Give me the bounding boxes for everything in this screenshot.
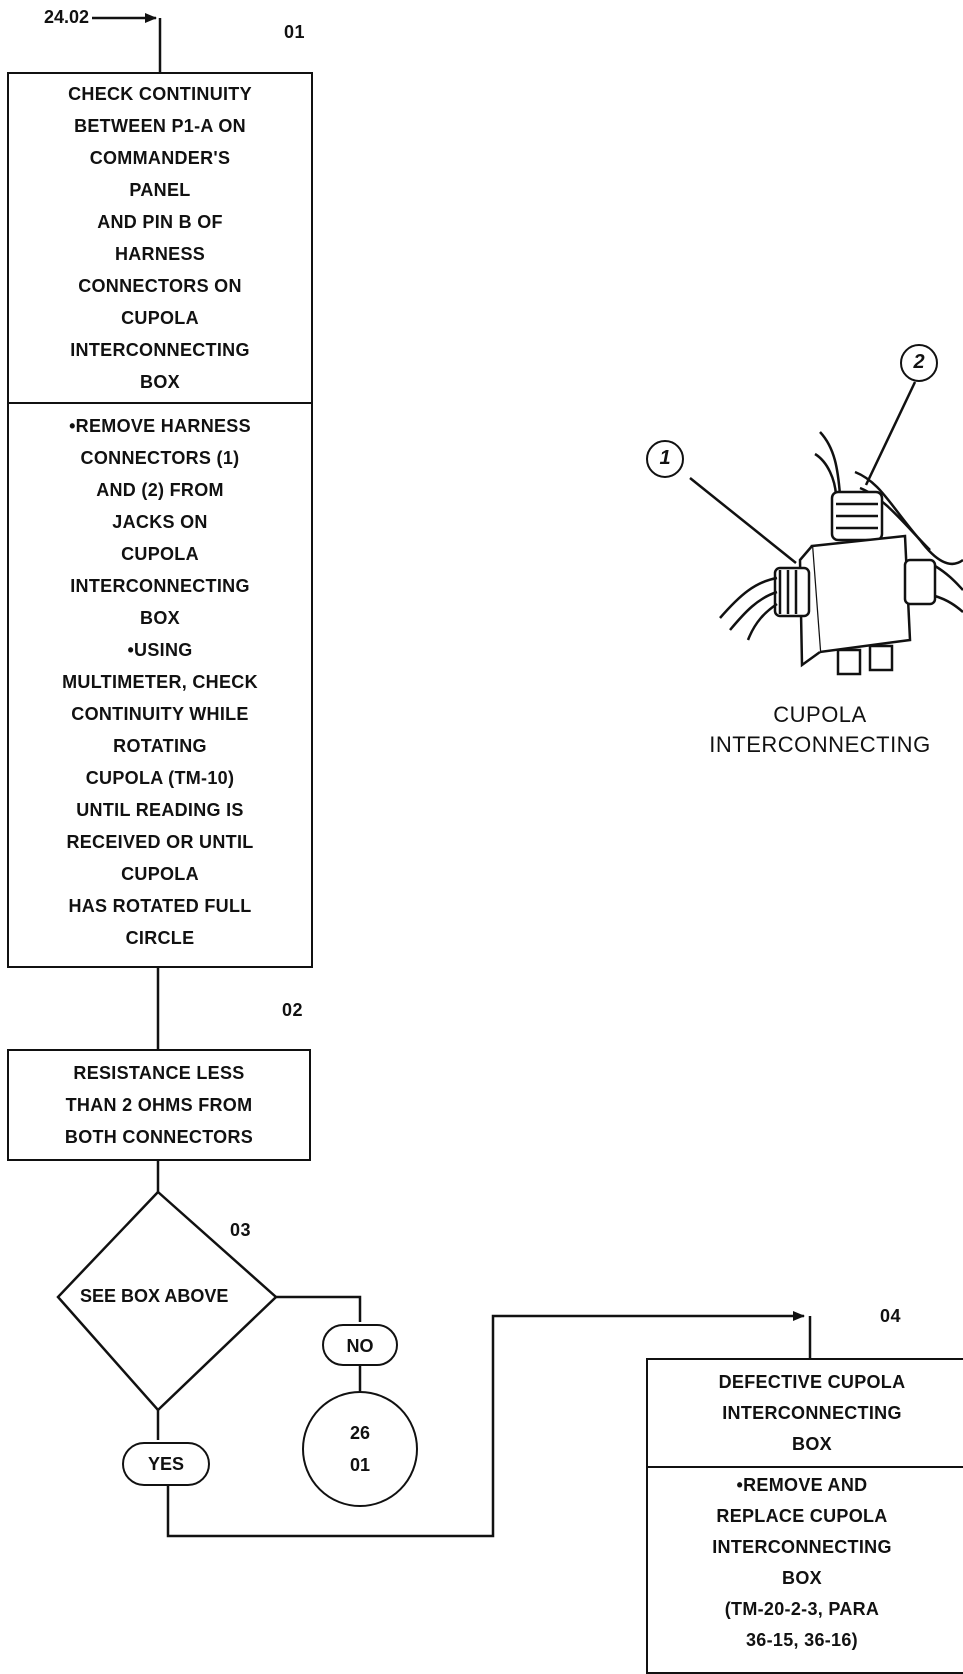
step-01-body-line: CUPOLA bbox=[121, 544, 199, 564]
step-02-box: RESISTANCE LESS THAN 2 OHMS FROM BOTH CO… bbox=[7, 1049, 311, 1161]
step-01-body-line: •USING bbox=[127, 640, 193, 660]
step-01-body-line: •REMOVE HARNESS bbox=[69, 416, 251, 436]
step-01-header-line: BOX bbox=[140, 372, 180, 392]
step-01-body-line: CUPOLA bbox=[121, 864, 199, 884]
step-01-body-line: UNTIL READING IS bbox=[76, 800, 244, 820]
no-branch-line bbox=[276, 1295, 362, 1322]
step-01-header-line: CHECK CONTINUITY bbox=[68, 84, 252, 104]
step-02-line: THAN 2 OHMS FROM bbox=[65, 1095, 253, 1115]
step-04-header: DEFECTIVE CUPOLA INTERCONNECTING BOX bbox=[648, 1360, 963, 1468]
step-01-body-line: RECEIVED OR UNTIL bbox=[66, 832, 254, 852]
step-01-header-line: HARNESS bbox=[114, 244, 206, 264]
step-04-header-line: INTERCONNECTING bbox=[722, 1402, 902, 1423]
step-label-03: 03 bbox=[230, 1220, 252, 1240]
step-01-header-line: INTERCONNECTING bbox=[70, 340, 250, 360]
step-01-header-line: COMMANDER'S bbox=[89, 148, 231, 168]
step-label-04: 04 bbox=[880, 1306, 902, 1326]
step-04-header-line: DEFECTIVE CUPOLA bbox=[718, 1371, 906, 1392]
step-04-body-line: INTERCONNECTING bbox=[712, 1537, 892, 1557]
step-01-header-line: CONNECTORS ON bbox=[78, 276, 242, 296]
no-branch-label: NO bbox=[322, 1324, 398, 1366]
step-01-header-line: BETWEEN P1-A ON bbox=[74, 116, 246, 136]
illustration-caption: CUPOLA INTERCONNECTING bbox=[690, 700, 950, 760]
step-04-box: DEFECTIVE CUPOLA INTERCONNECTING BOX •RE… bbox=[646, 1358, 963, 1674]
step-label-02: 02 bbox=[282, 1000, 304, 1020]
step-01-body-line: CIRCLE bbox=[125, 928, 195, 948]
step-01-header-line: CUPOLA bbox=[121, 308, 199, 328]
caption-line: INTERCONNECTING bbox=[709, 732, 931, 757]
step-01-header-line: AND PIN B OF bbox=[97, 212, 223, 232]
step-01-body-line: INTERCONNECTING bbox=[70, 576, 250, 596]
yes-branch-label: YES bbox=[122, 1442, 210, 1486]
step-01-header: CHECK CONTINUITY BETWEEN P1-A ON COMMAND… bbox=[9, 74, 311, 404]
step-04-body-line: •REMOVE AND bbox=[736, 1475, 868, 1495]
step-04-body-line: BOX bbox=[782, 1568, 822, 1588]
step-04-header-line: BOX bbox=[792, 1433, 832, 1454]
step-04-body-line: REPLACE CUPOLA bbox=[716, 1506, 888, 1526]
step-04-body-line: 36-15, 36-16) bbox=[746, 1630, 858, 1650]
step-04-body-line: (TM-20-2-3, PARA bbox=[724, 1599, 880, 1619]
step-01-body-line: JACKS ON bbox=[112, 512, 208, 532]
reference-page: 26 bbox=[349, 1423, 371, 1443]
callout-1-marker: 1 bbox=[646, 440, 684, 478]
step-02-line: RESISTANCE LESS bbox=[73, 1063, 245, 1083]
no-branch-reference: 26 01 bbox=[302, 1391, 418, 1507]
step-01-body-line: BOX bbox=[140, 608, 180, 628]
step-01-body-line: CONTINUITY WHILE bbox=[71, 704, 249, 724]
yes-to-step04-line bbox=[166, 1314, 800, 1538]
step-02-line: BOTH CONNECTORS bbox=[64, 1127, 254, 1147]
callout-2-marker: 2 bbox=[900, 344, 938, 382]
step-label-01: 01 bbox=[284, 22, 306, 42]
entry-reference: 24.02 bbox=[44, 7, 90, 27]
cupola-box-illustration bbox=[689, 381, 963, 676]
step-04-body: •REMOVE AND REPLACE CUPOLA INTERCONNECTI… bbox=[648, 1468, 963, 1656]
reference-step: 01 bbox=[349, 1455, 371, 1475]
step-01-body-line: ROTATING bbox=[113, 736, 207, 756]
step-01-header-line: PANEL bbox=[129, 180, 191, 200]
step-01-box: CHECK CONTINUITY BETWEEN P1-A ON COMMAND… bbox=[7, 72, 313, 968]
step-01-body-line: HAS ROTATED FULL bbox=[68, 896, 252, 916]
step-01-body-line: CONNECTORS (1) bbox=[80, 448, 240, 468]
step-01-body-line: MULTIMETER, CHECK bbox=[62, 672, 258, 692]
step-01-body-line: CUPOLA (TM-10) bbox=[85, 768, 235, 788]
step-01-body-line: AND (2) FROM bbox=[96, 480, 224, 500]
step-01-body: •REMOVE HARNESS CONNECTORS (1) AND (2) F… bbox=[9, 404, 311, 954]
caption-line: CUPOLA bbox=[773, 702, 867, 727]
decision-text: SEE BOX ABOVE bbox=[80, 1286, 229, 1306]
